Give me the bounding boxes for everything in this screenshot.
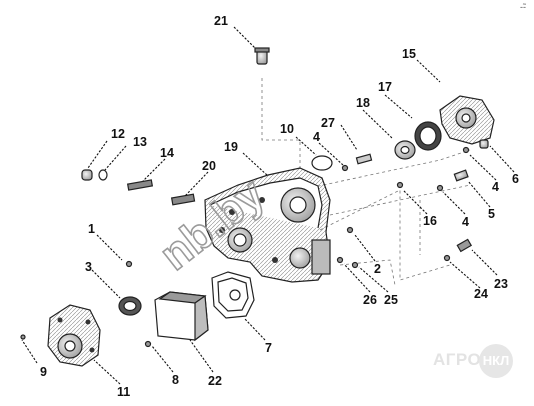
callout-12: 12 bbox=[111, 127, 125, 141]
callout-14: 14 bbox=[160, 146, 174, 160]
callout-27: 27 bbox=[321, 116, 335, 130]
bolt bbox=[170, 193, 196, 206]
callout-5: 5 bbox=[488, 207, 495, 221]
callout-labels: 21 15 17 18 27 10 4 19 20 14 13 12 1 3 9… bbox=[40, 14, 519, 399]
callout-4-top: 4 bbox=[313, 130, 320, 144]
callout-22: 22 bbox=[208, 374, 222, 388]
callout-8: 8 bbox=[172, 373, 179, 387]
callout-20: 20 bbox=[202, 159, 216, 173]
oil-pump-body bbox=[439, 95, 495, 145]
gasket bbox=[211, 271, 255, 319]
threaded-stud bbox=[126, 179, 154, 191]
callout-17: 17 bbox=[378, 80, 392, 94]
brand-logo: АГРО НКЛ bbox=[433, 344, 523, 378]
seal-ring bbox=[118, 296, 142, 316]
dowel-pin bbox=[355, 153, 373, 165]
pump-gear-ring bbox=[414, 121, 442, 151]
callout-9: 9 bbox=[40, 365, 47, 379]
sensor bbox=[456, 238, 473, 253]
callout-13: 13 bbox=[133, 135, 147, 149]
callout-4-right: 4 bbox=[492, 180, 499, 194]
callout-24: 24 bbox=[474, 287, 488, 301]
callout-1: 1 bbox=[88, 222, 95, 236]
assembly-guide-lines bbox=[261, 78, 471, 286]
callout-25: 25 bbox=[384, 293, 398, 307]
callout-2: 2 bbox=[374, 262, 381, 276]
brand-logo-badge: НКЛ bbox=[479, 344, 513, 378]
fitting-bolt bbox=[453, 169, 469, 182]
callout-16: 16 bbox=[423, 214, 437, 228]
plug-bolt bbox=[254, 47, 270, 65]
callout-15: 15 bbox=[402, 47, 416, 61]
leader-lines bbox=[21, 26, 515, 385]
callout-7: 7 bbox=[265, 341, 272, 355]
washer bbox=[98, 169, 108, 181]
callout-18: 18 bbox=[356, 96, 370, 110]
pump-inner-gear bbox=[394, 140, 416, 160]
brand-logo-text: АГРО bbox=[433, 350, 482, 369]
callout-3: 3 bbox=[85, 260, 92, 274]
o-ring-seal bbox=[311, 155, 333, 171]
callout-19: 19 bbox=[224, 140, 238, 154]
callout-21: 21 bbox=[214, 14, 228, 28]
callout-10: 10 bbox=[280, 122, 294, 136]
callout-4-mid: 4 bbox=[462, 215, 469, 229]
callout-23: 23 bbox=[494, 277, 508, 291]
callout-6: 6 bbox=[512, 172, 519, 186]
brand-logo-badge-text: НКЛ bbox=[482, 353, 510, 368]
callout-11: 11 bbox=[117, 385, 130, 399]
small-plug bbox=[81, 169, 93, 181]
fasteners bbox=[20, 146, 470, 348]
pump-cap bbox=[479, 139, 489, 149]
corner-mark: -̃- bbox=[520, 2, 526, 12]
timing-cover-housing bbox=[204, 167, 331, 283]
oil-cooler-block bbox=[154, 291, 209, 342]
callout-26: 26 bbox=[363, 293, 377, 307]
front-round-cover bbox=[47, 304, 101, 367]
